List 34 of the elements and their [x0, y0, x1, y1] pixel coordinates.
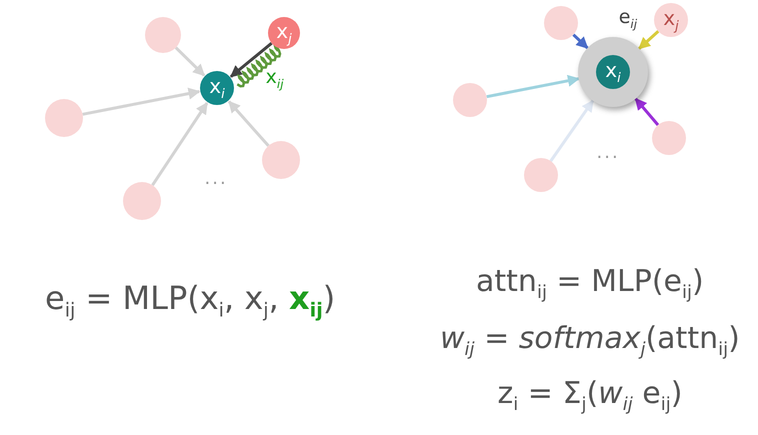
- arrow: [151, 102, 208, 186]
- center-node-circle: [200, 71, 234, 105]
- neighbor-node-circle: [544, 6, 578, 40]
- neighbor-node-circle: [123, 182, 161, 220]
- arrow: [82, 88, 200, 116]
- neighbor-node-circle: [652, 121, 686, 155]
- neighbor-node-circle: [262, 141, 300, 179]
- edge-label: e$_{ij}$: [618, 8, 638, 30]
- neighbor-node-circle: [524, 158, 558, 192]
- arrow: [228, 100, 270, 147]
- ellipsis: ...: [596, 142, 620, 162]
- arrow: [486, 74, 580, 98]
- neighbor-node-circle: [453, 83, 487, 117]
- arrow: [174, 46, 206, 76]
- arrow: [572, 34, 589, 50]
- formula: z$_{i}$ = Σ$_{j}$(w$_{ij}$ e$_{ij}$): [498, 376, 682, 414]
- neighbor-node-circle: [45, 99, 83, 137]
- neighbor-node-circle: [268, 17, 300, 49]
- edge-label: x$_{ij}$: [266, 68, 284, 90]
- neighbor-node-circle: [654, 3, 688, 37]
- formula: e$_{ij}$ = MLP(x$_{i}$, x$_{j}$, x$_{ij}$): [45, 279, 336, 322]
- arrow: [638, 30, 660, 50]
- node-label: x$_{i}$: [209, 76, 225, 100]
- formula: w$_{ij}$ = softmax$_{j}$(attn$_{ij}$): [440, 320, 740, 360]
- node-label: x$_{j}$: [663, 8, 679, 32]
- arrow: [634, 98, 660, 126]
- spring-line: [236, 44, 282, 88]
- formula: attn$_{ij}$ = MLP(e$_{ij}$): [476, 264, 704, 302]
- node-label: x$_{j}$: [276, 20, 292, 46]
- neighbor-node-circle: [145, 17, 181, 53]
- arrow: [230, 42, 273, 78]
- node-label: x$_{i}$: [605, 60, 621, 84]
- arrow: [549, 100, 594, 162]
- ellipsis: ...: [204, 168, 228, 188]
